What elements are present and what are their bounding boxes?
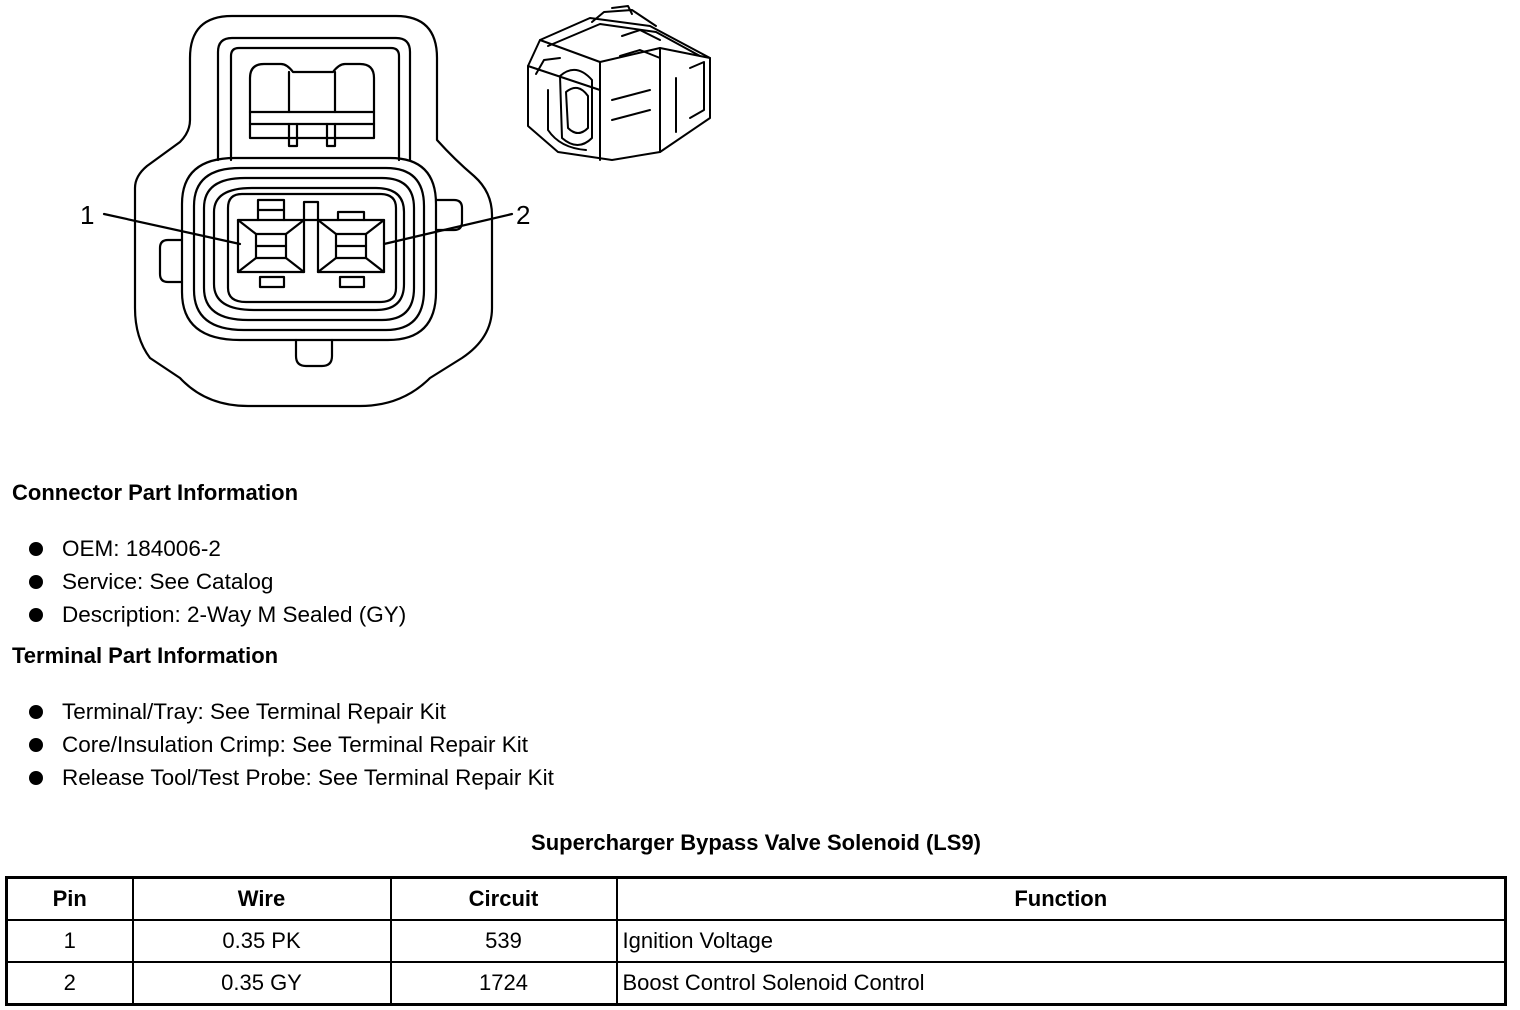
connector-info-heading: Connector Part Information	[12, 480, 299, 505]
column-header-function: Function	[615, 876, 1507, 921]
column-header-circuit: Circuit	[389, 876, 618, 921]
table-header-row: Pin Wire Circuit Function	[5, 876, 1507, 921]
connector-face-drawing: 1 2	[80, 5, 711, 408]
cell-pin: 2	[5, 961, 134, 1006]
list-item: Description: 2-Way M Sealed (GY)	[26, 598, 406, 631]
table-row: 1 0.35 PK 539 Ignition Voltage	[5, 919, 1507, 963]
cell-function: Boost Control Solenoid Control	[615, 961, 1507, 1006]
table-title: Supercharger Bypass Valve Solenoid (LS9)	[531, 830, 981, 855]
cell-pin: 1	[5, 919, 134, 963]
callout-2: 2	[516, 200, 530, 230]
list-item-text: Service: See Catalog	[62, 569, 274, 594]
list-item: Core/Insulation Crimp: See Terminal Repa…	[26, 728, 554, 761]
list-item: OEM: 184006-2	[26, 532, 406, 565]
cell-circuit: 1724	[389, 961, 618, 1006]
bullet-icon	[29, 575, 43, 589]
list-item: Terminal/Tray: See Terminal Repair Kit	[26, 695, 554, 728]
list-item-text: Core/Insulation Crimp: See Terminal Repa…	[62, 732, 529, 757]
cell-wire: 0.35 GY	[131, 961, 392, 1006]
cell-wire: 0.35 PK	[131, 919, 392, 963]
column-header-wire: Wire	[131, 876, 392, 921]
bullet-icon	[29, 608, 43, 622]
cell-circuit: 539	[389, 919, 618, 963]
terminal-info-heading: Terminal Part Information	[12, 643, 279, 668]
column-header-pin: Pin	[5, 876, 134, 921]
callout-1: 1	[80, 200, 94, 230]
bullet-icon	[29, 705, 43, 719]
list-item-text: Terminal/Tray: See Terminal Repair Kit	[62, 699, 446, 724]
list-item-text: Release Tool/Test Probe: See Terminal Re…	[62, 765, 554, 790]
connector-info-list: OEM: 184006-2 Service: See Catalog Descr…	[26, 532, 406, 631]
list-item-text: Description: 2-Way M Sealed (GY)	[62, 602, 407, 627]
bullet-icon	[29, 738, 43, 752]
pinout-table: Pin Wire Circuit Function 1 0.35 PK 539 …	[5, 876, 1507, 1006]
list-item-text: OEM: 184006-2	[62, 536, 221, 561]
table-row: 2 0.35 GY 1724 Boost Control Solenoid Co…	[5, 961, 1507, 1006]
cell-function: Ignition Voltage	[615, 919, 1507, 963]
bullet-icon	[29, 771, 43, 785]
bullet-icon	[29, 542, 43, 556]
connector-illustration: 1 2	[0, 0, 760, 420]
terminal-info-list: Terminal/Tray: See Terminal Repair Kit C…	[26, 695, 554, 794]
list-item: Service: See Catalog	[26, 565, 406, 598]
list-item: Release Tool/Test Probe: See Terminal Re…	[26, 761, 554, 794]
